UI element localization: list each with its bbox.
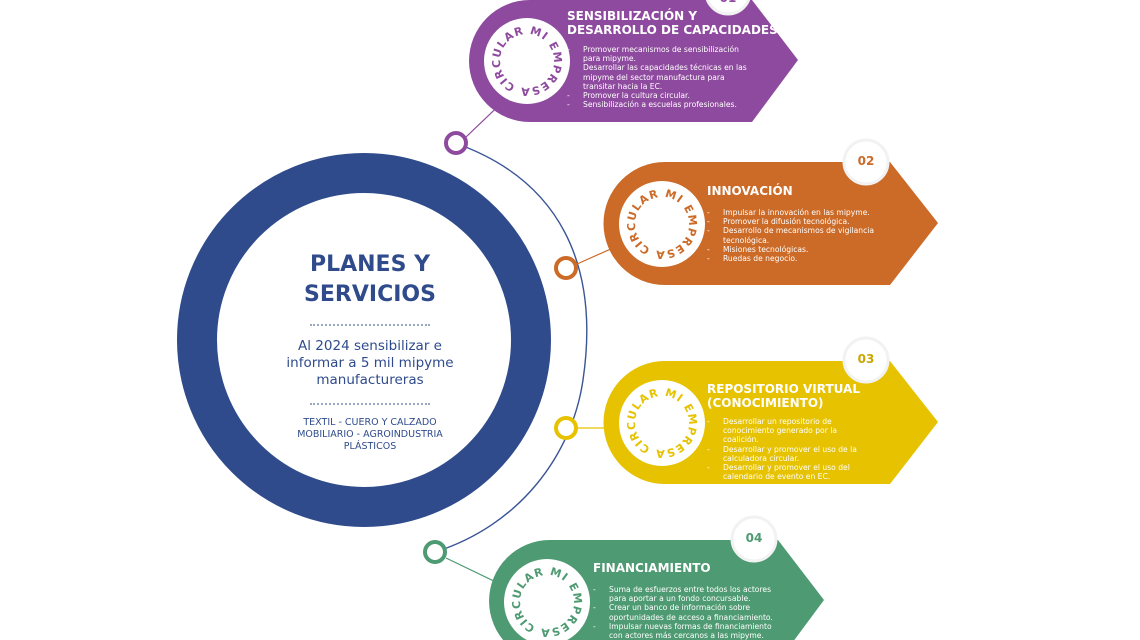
card-04-item: Crear un banco de información sobre opor… — [593, 603, 773, 621]
node-01 — [444, 131, 468, 155]
card-02-list: Impulsar la innovación en las mipyme. Pr… — [707, 208, 882, 263]
node-03 — [554, 416, 578, 440]
center-subtitle: Al 2024 sensibilizar e informar a 5 mil … — [230, 338, 510, 389]
card-02-title: INNOVACIÓN — [707, 184, 887, 198]
center-ring — [177, 153, 551, 527]
card-04-title-line-1: FINANCIAMIENTO — [593, 561, 711, 575]
center-subtitle-line-1: Al 2024 sensibilizar e — [298, 338, 442, 354]
card-04-list: Suma de esfuerzos entre todos los actore… — [593, 585, 773, 640]
card-01-number: 01 — [708, 0, 748, 5]
card-01-item: Sensibilización a escuelas profesionales… — [567, 100, 757, 109]
card-03-item: Desarrollar y promover el uso del calend… — [707, 463, 872, 481]
center-title-line-2: SERVICIOS — [304, 282, 436, 307]
card-01-title-line-2: DESARROLLO DE CAPACIDADES — [567, 23, 778, 37]
card-02-item: Promover la difusión tecnológica. — [707, 217, 882, 226]
badge-03 — [619, 380, 705, 466]
number-bubble-02 — [842, 138, 890, 186]
guide-arc — [434, 142, 588, 553]
number-bubble-04 — [730, 515, 778, 563]
card-03-item: Desarrollar y promover el uso de la calc… — [707, 445, 872, 463]
card-01-item: Desarrollar las capacidades técnicas en … — [567, 63, 757, 91]
number-bubble-01 — [705, 0, 751, 16]
card-01-list: Promover mecanismos de sensibilización p… — [567, 45, 757, 110]
number-bubble-03 — [842, 336, 890, 384]
center-content: PLANES Y SERVICIOS Al 2024 sensibilizar … — [230, 220, 510, 453]
card-02-title-line-1: INNOVACIÓN — [707, 184, 793, 198]
card-03-item: Desarrollar un repositorio de conocimien… — [707, 417, 872, 445]
center-sectors: TEXTIL - CUERO Y CALZADO MOBILIARIO - AG… — [230, 417, 510, 453]
card-01-item: Promover la cultura circular. — [567, 91, 757, 100]
badge-01 — [484, 18, 570, 104]
dotted-divider-top — [310, 324, 430, 326]
card-04-title: FINANCIAMIENTO — [593, 561, 773, 575]
card-03-title: REPOSITORIO VIRTUAL (CONOCIMIENTO) — [707, 382, 887, 410]
badge-04 — [504, 559, 590, 640]
card-03-title-line-2: (CONOCIMIENTO) — [707, 396, 824, 410]
dotted-divider-bottom — [310, 403, 430, 405]
card-02-number: 02 — [857, 154, 875, 168]
center-title-line-1: PLANES Y — [309, 252, 431, 277]
card-01-title-line-1: SENSIBILIZACIÓN Y — [567, 9, 698, 23]
card-03-number: 03 — [857, 352, 875, 366]
center-subtitle-line-2: informar a 5 mil mipyme — [286, 355, 454, 371]
center-subtitle-line-3: manufactureras — [316, 372, 424, 388]
center-sectors-line-2: MOBILIARIO - AGROINDUSTRIA — [297, 429, 443, 440]
center-sectors-line-1: TEXTIL - CUERO Y CALZADO — [303, 417, 437, 428]
card-02-item: Impulsar la innovación en las mipyme. — [707, 208, 882, 217]
node-02 — [554, 256, 578, 280]
card-02-item: Misiones tecnológicas. — [707, 245, 882, 254]
card-03-title-line-1: REPOSITORIO VIRTUAL — [707, 382, 860, 396]
card-04-number: 04 — [745, 531, 763, 545]
card-01-title: SENSIBILIZACIÓN Y DESARROLLO DE CAPACIDA… — [567, 9, 782, 37]
card-03-list: Desarrollar un repositorio de conocimien… — [707, 417, 872, 481]
node-04 — [423, 540, 447, 564]
center-sectors-line-3: PLÁSTICOS — [343, 441, 397, 452]
card-04-item: Suma de esfuerzos entre todos los actore… — [593, 585, 773, 603]
card-02-item: Ruedas de negocio. — [707, 254, 882, 263]
center-title: PLANES Y SERVICIOS — [230, 250, 510, 310]
card-02-item: Desarrollo de mecanismos de vigilancia t… — [707, 226, 882, 244]
card-04-item: Impulsar nuevas formas de financiamiento… — [593, 622, 773, 640]
badge-02 — [619, 181, 705, 267]
card-01-item: Promover mecanismos de sensibilización p… — [567, 45, 757, 63]
